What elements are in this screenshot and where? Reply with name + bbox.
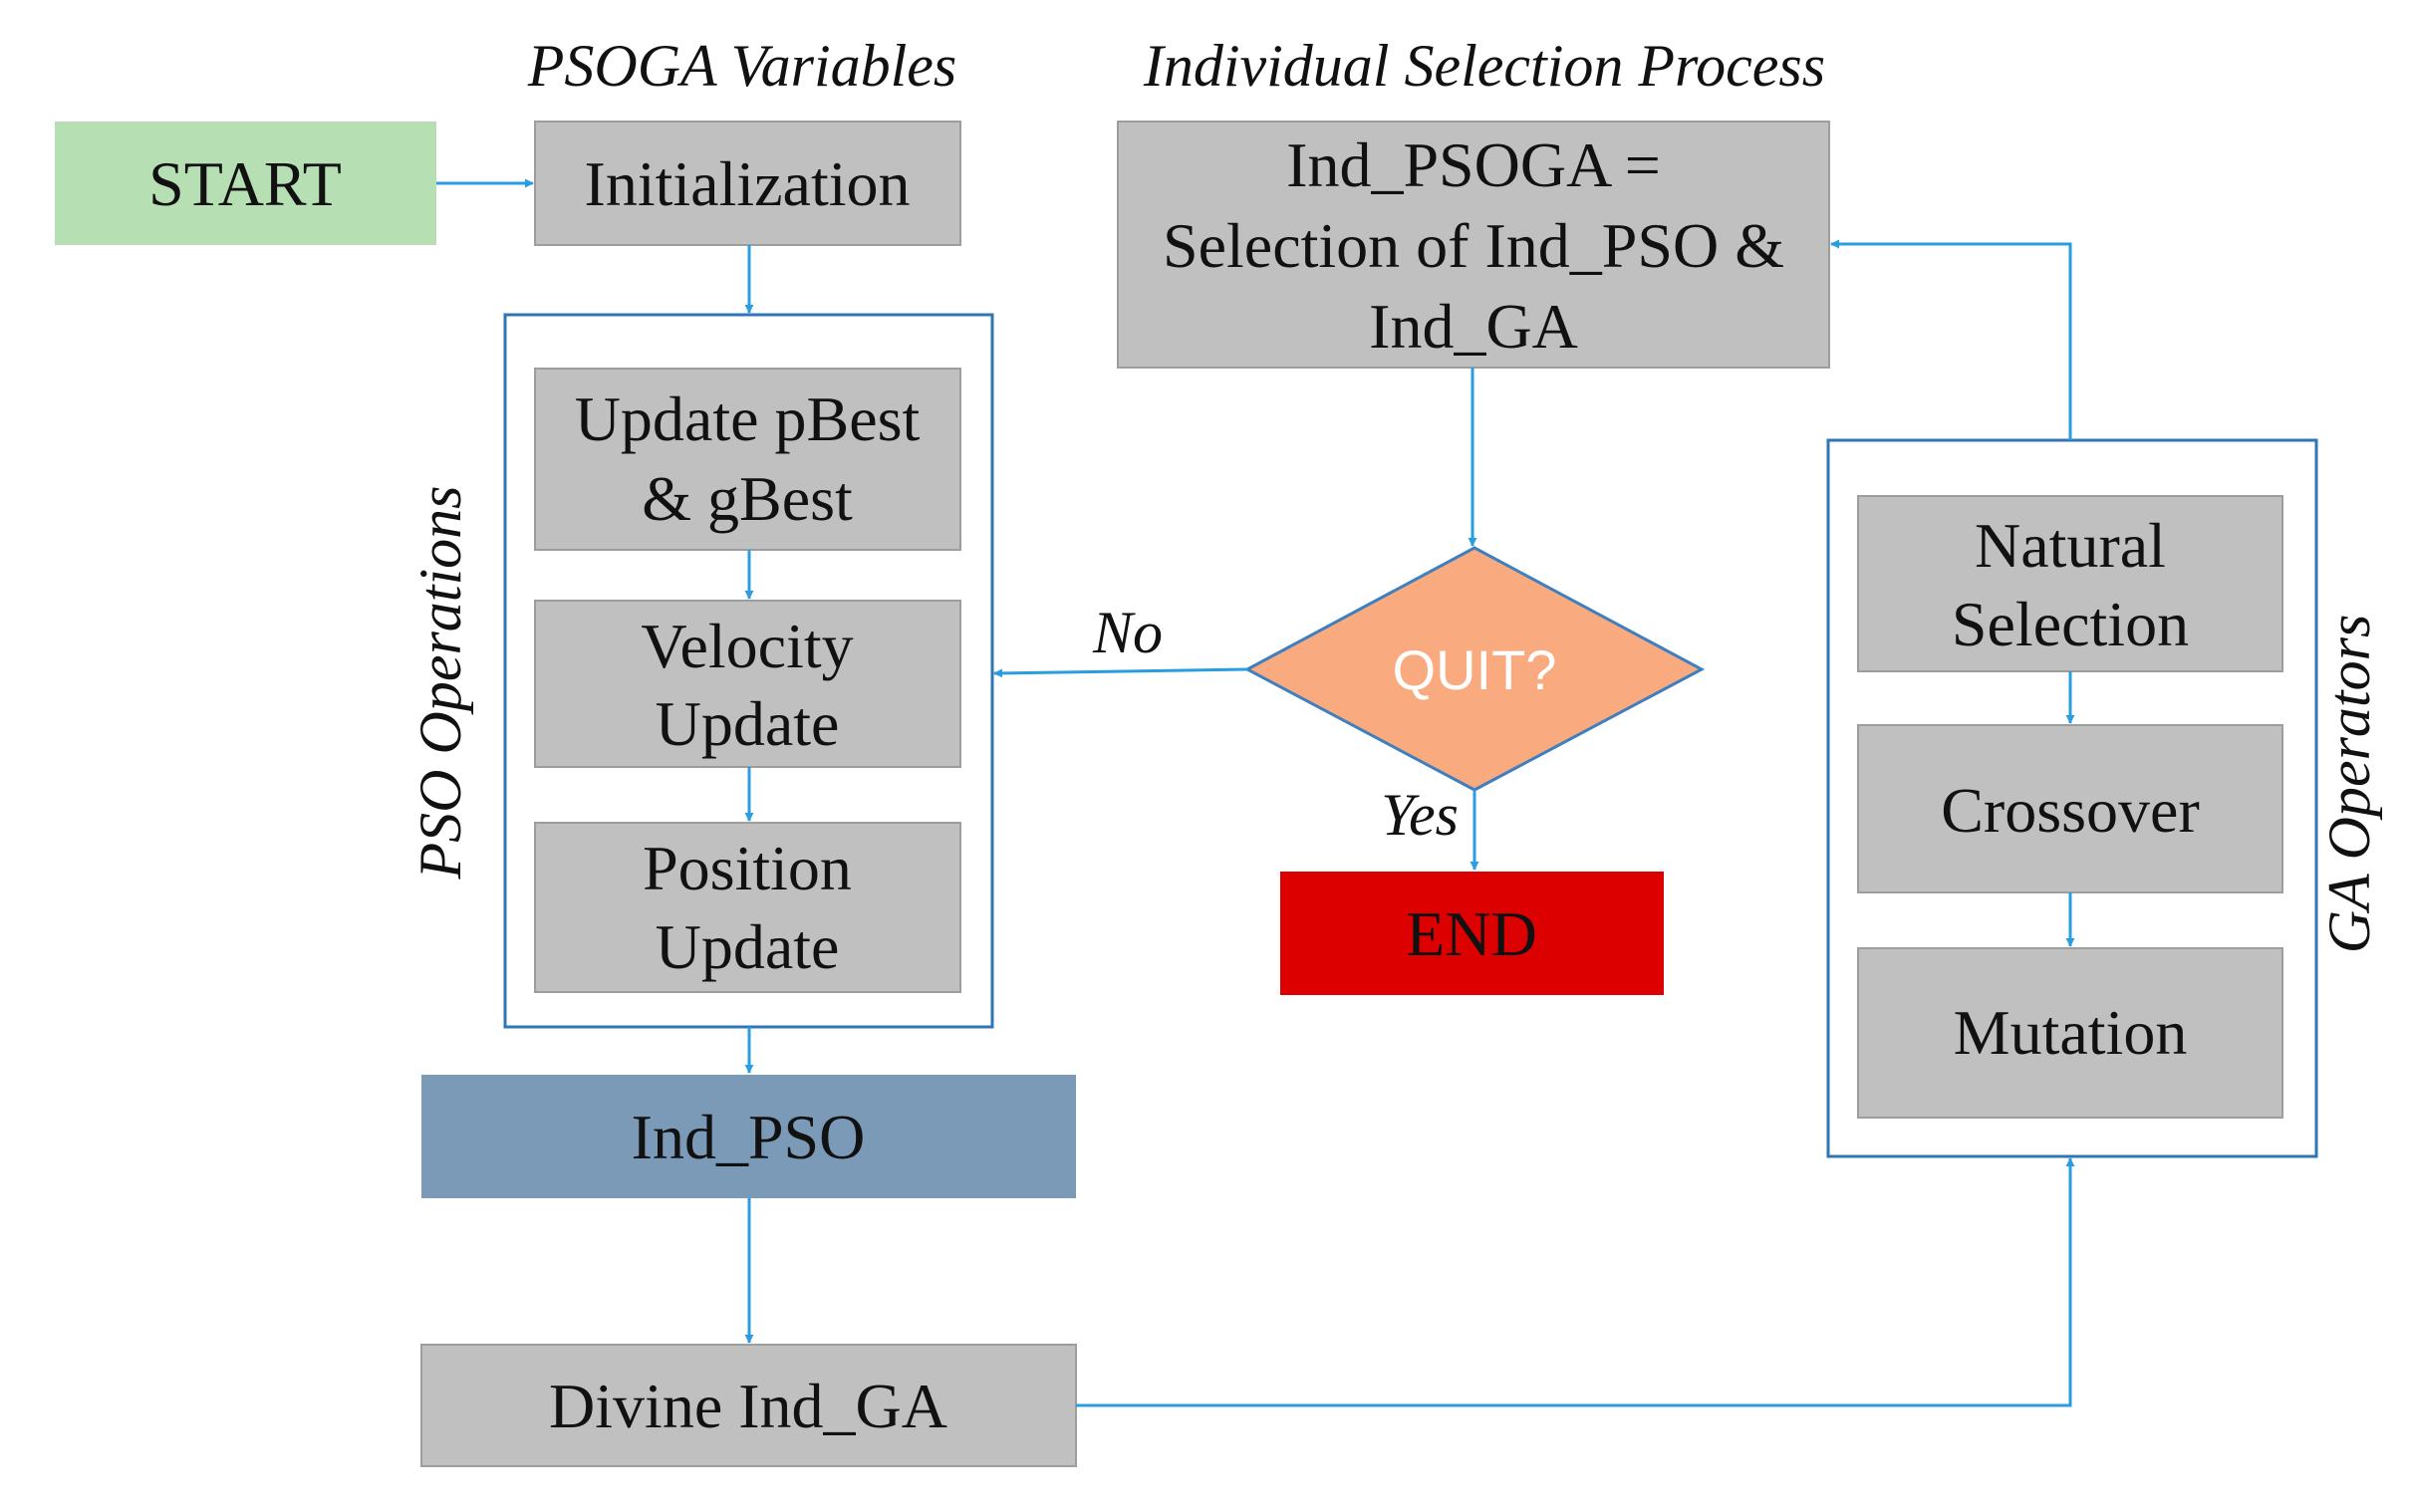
natural-selection-label-line1: Natural: [1975, 510, 2166, 581]
update-best-label-line2: & gBest: [642, 463, 853, 534]
natural-selection-label-line2: Selection: [1952, 589, 2189, 659]
divine-ind-ga-node: [420, 1344, 1077, 1467]
selection-label-line2: Selection of Ind_PSO &: [1163, 210, 1784, 281]
position-update-label-line1: Position: [643, 833, 852, 903]
title-pso-operations: PSO Operations: [407, 486, 473, 881]
ind-pso-node: [421, 1075, 1076, 1198]
natural-selection-node: [1857, 495, 2283, 672]
ind-pso-label: Ind_PSO: [632, 1102, 866, 1172]
update-best-node: [534, 368, 961, 551]
selection-label-line1: Ind_PSOGA =: [1286, 129, 1661, 200]
arrow-ga-group-to-selection: [1830, 239, 2072, 440]
selection-node: [1117, 121, 1830, 369]
start-label: START: [148, 148, 342, 219]
crossover-label: Crossover: [1941, 775, 2200, 846]
arrow-quit-no-to-pso-group: [993, 667, 1248, 678]
mutation-label: Mutation: [1954, 997, 2188, 1068]
velocity-update-node: [534, 600, 961, 768]
title-individual-selection: Individual Selection Process: [1143, 33, 1825, 99]
position-update-label-line2: Update: [656, 911, 840, 982]
divine-ind-ga-label: Divine Ind_GA: [549, 1371, 947, 1441]
mutation-node: [1857, 947, 2283, 1119]
crossover-node: [1857, 724, 2283, 893]
ga-operators-group: [1826, 438, 2318, 1158]
end-node: [1280, 872, 1664, 995]
edge-label-no: No: [1092, 600, 1163, 665]
end-label: END: [1406, 898, 1537, 969]
quit-label: QUIT?: [1393, 638, 1557, 701]
update-best-label-line1: Update pBest: [575, 383, 921, 454]
connectors: [436, 178, 2075, 1407]
position-update-node: [534, 822, 961, 993]
velocity-update-label-line2: Update: [656, 688, 840, 759]
initialization-node: [534, 121, 961, 246]
velocity-update-label-line1: Velocity: [641, 611, 853, 681]
edge-label-yes: Yes: [1381, 782, 1459, 848]
initialization-label: Initialization: [585, 148, 911, 219]
arrow-divine-to-ga-group: [1076, 1157, 2075, 1407]
title-psoga-variables: PSOGA Variables: [527, 33, 957, 99]
start-node: [55, 122, 436, 245]
selection-label-line3: Ind_GA: [1369, 291, 1578, 362]
title-ga-operators: GA Operators: [2316, 615, 2382, 954]
